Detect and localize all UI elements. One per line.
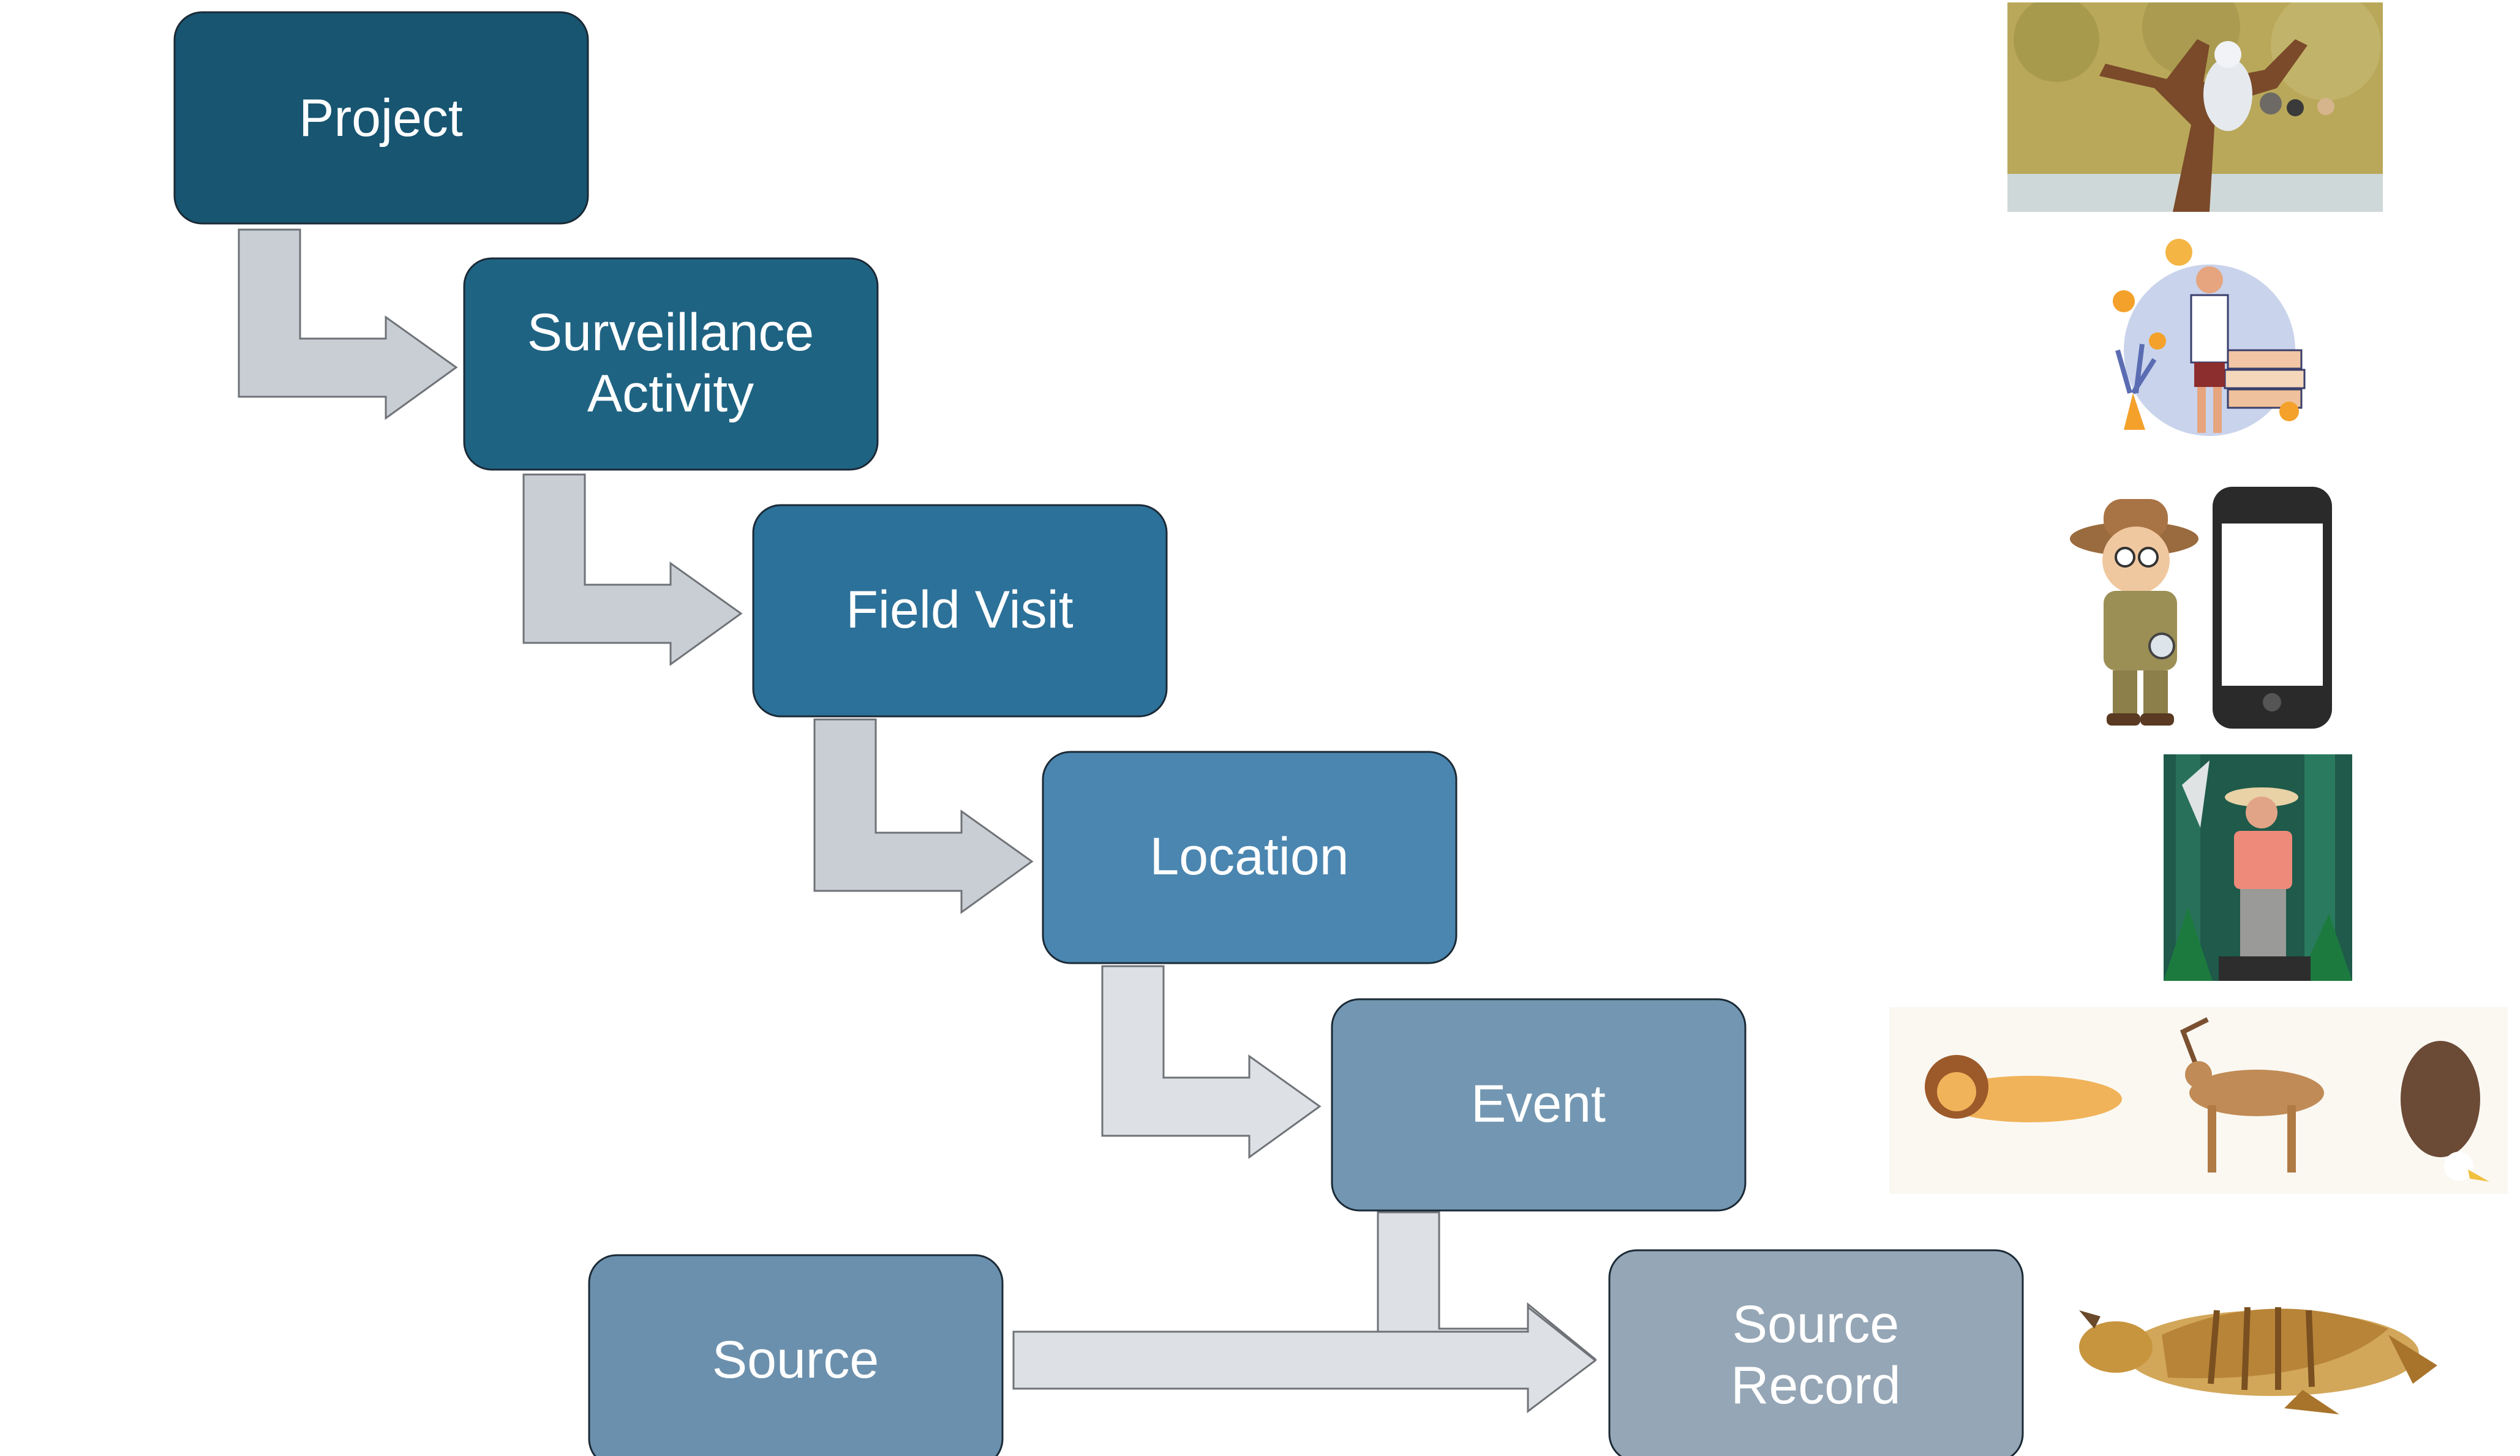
source-record-label-line1: Source xyxy=(1732,1295,1900,1354)
source-box xyxy=(588,1254,1004,1456)
surveillance-activity-label-line2: Activity xyxy=(587,364,754,423)
explorer-with-smartphone-icon xyxy=(2070,487,2336,732)
tree-with-researcher-and-animals-icon xyxy=(2007,2,2383,212)
event-label: Event xyxy=(1471,1075,1606,1133)
surveillance-activity-label-line1: Surveillance xyxy=(527,303,814,362)
source-record-box xyxy=(1608,1249,2024,1456)
field-visit-box xyxy=(752,504,1168,718)
project-box xyxy=(173,11,589,225)
arrow-surveillance-to-fieldvisit xyxy=(522,473,743,666)
dead-wildlife-lion-deer-eagle-icon xyxy=(1889,1007,2508,1194)
source-record-label-line2: Record xyxy=(1731,1356,1900,1415)
arrow-project-to-surveillance xyxy=(238,228,458,420)
source-label: Source xyxy=(712,1330,879,1389)
event-box xyxy=(1331,998,1747,1212)
animal-carcass-icon xyxy=(2070,1261,2453,1420)
arrow-fieldvisit-to-location xyxy=(813,718,1034,914)
arrow-location-to-event xyxy=(1101,965,1322,1159)
person-with-ideas-icon xyxy=(2087,228,2332,457)
location-box xyxy=(1042,751,1457,964)
location-label: Location xyxy=(1149,827,1348,886)
arrow-source-to-source-record xyxy=(1012,1305,1597,1414)
field-visit-label: Field Visit xyxy=(846,580,1073,639)
surveillance-activity-box xyxy=(463,257,879,471)
project-label: Project xyxy=(299,89,463,148)
jungle-explorer-icon xyxy=(2164,754,2352,981)
